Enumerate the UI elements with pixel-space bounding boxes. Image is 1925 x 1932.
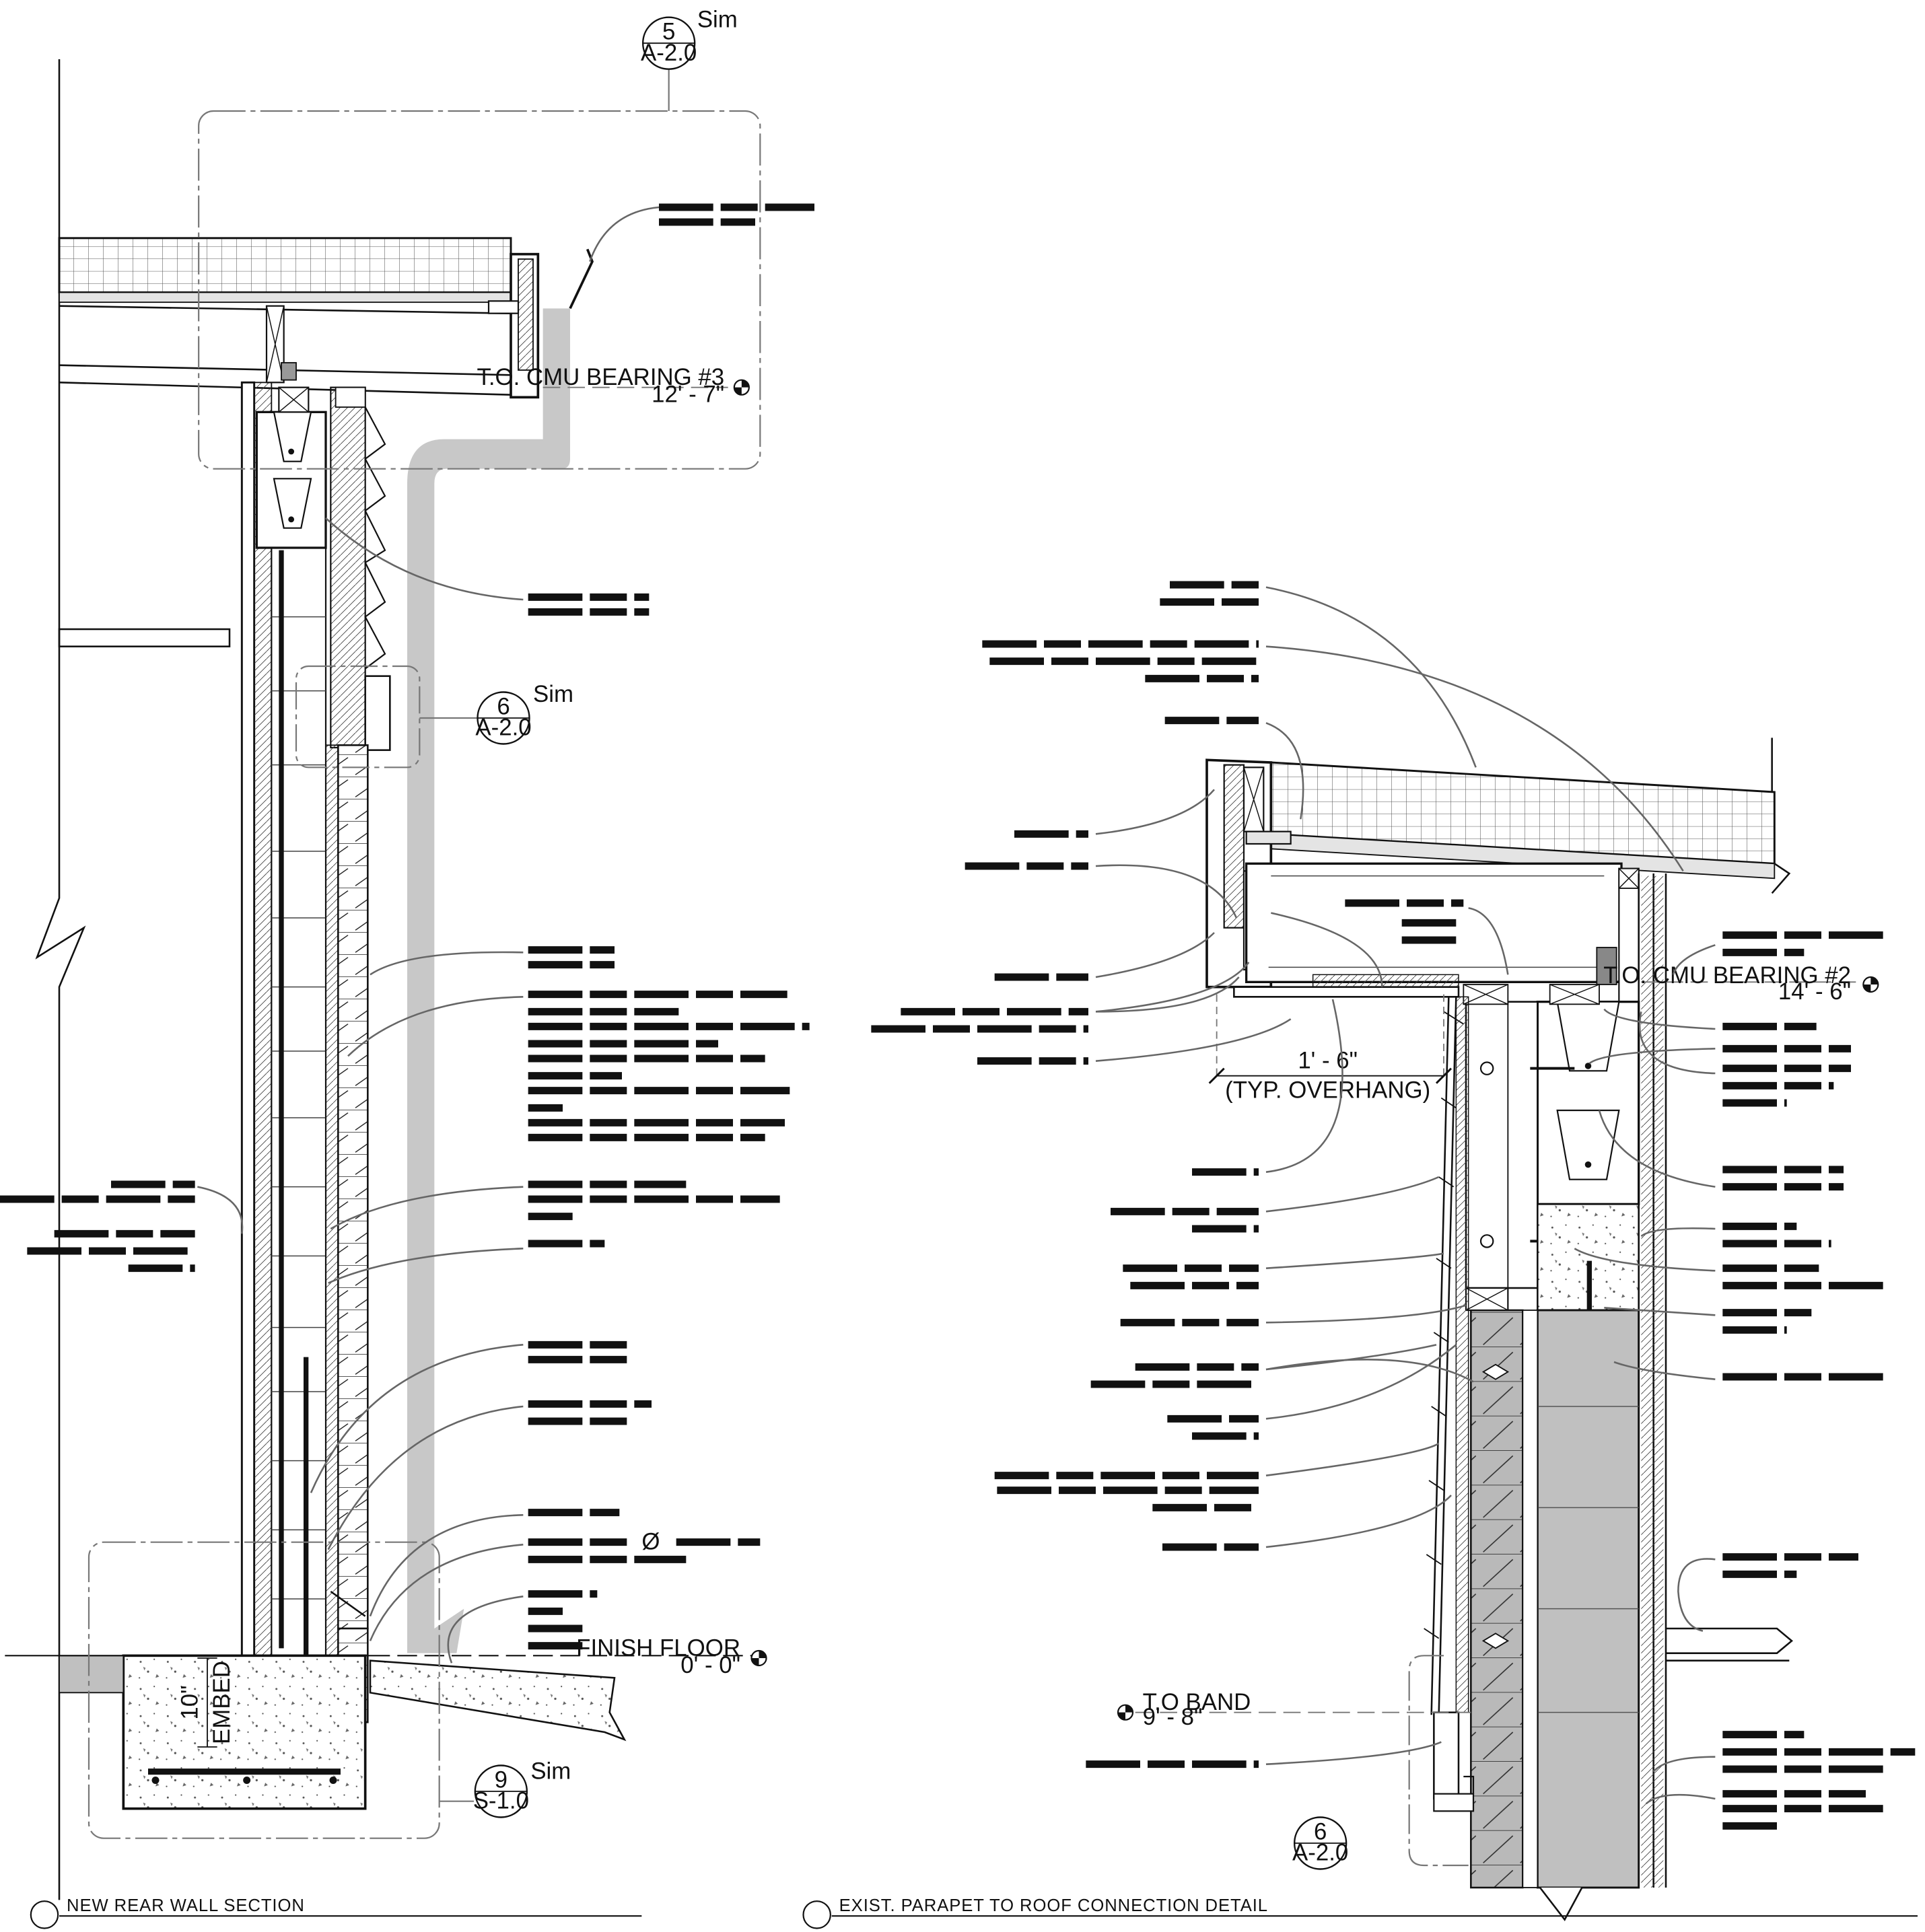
right-detail-title: EXIST. PARAPET TO ROOF CONNECTION DETAIL [839,1896,1268,1915]
callout-note: Sim [530,1758,571,1785]
elevation-marker-band: T.O BAND 9' - 8" [1117,1689,1251,1730]
callout-note: Sim [697,6,738,32]
elevation-name: FINISH FLOOR [576,1635,740,1661]
callout-sheet: A-2.0 [1292,1840,1348,1866]
callout-note: Sim [533,681,573,707]
left-note-bars: Ø [0,203,814,1650]
elevation-name: T.O. CMU BEARING #3 [477,364,724,390]
right-parapet-detail: 1' - 6" (TYP. OVERHANG) [1135,738,1794,1922]
callout-bubble-right[interactable]: 6 A-2.0 [1292,1816,1348,1870]
diameter-symbol: Ø [641,1529,660,1555]
title-left: NEW REAR WALL SECTION [30,1896,642,1929]
left-note-leaders [197,206,660,1663]
right-note-bars [871,581,1916,1830]
callout-sheet: A-2.0 [475,715,531,741]
title-right: EXIST. PARAPET TO ROOF CONNECTION DETAIL [802,1896,1918,1929]
elevation-value: 9' - 8" [1143,1704,1203,1730]
callout-number: 6 [1314,1819,1327,1845]
elevation-name: T.O. CMU BEARING #2 [1603,962,1851,989]
callout-bubble-mid-left[interactable]: 6 A-2.0 Sim [475,681,573,745]
callout-number: 9 [495,1767,508,1793]
callout-bubble-bottom-left[interactable]: 9 S-1.0 Sim [473,1758,571,1818]
dim-overhang: 1' - 6" [1298,1048,1358,1074]
left-wall-section: 10" EMBED [5,59,765,1900]
callout-number: 6 [497,694,510,720]
elevation-marker-bearing-3: T.O. CMU BEARING #3 12' - 7" [477,364,750,408]
elevation-value: 14' - 6" [1778,978,1851,1005]
elevation-value: 12' - 7" [652,382,724,408]
elevation-marker-bearing-2: T.O. CMU BEARING #2 14' - 6" [1603,962,1879,1005]
callout-bubble-top-left[interactable]: 5 A-2.0 Sim [641,6,738,70]
callout-sheet: S-1.0 [473,1788,529,1814]
elevation-value: 0' - 0" [680,1652,740,1678]
right-note-leaders [1095,586,1716,1805]
callout-number: 5 [662,19,675,45]
elevation-name: T.O BAND [1143,1689,1251,1715]
callout-sheet: A-2.0 [641,40,697,66]
embed-label: EMBED [209,1661,235,1744]
dim-embed: 10" [176,1685,203,1719]
left-detail-title: NEW REAR WALL SECTION [67,1896,305,1915]
overhang-note: (TYP. OVERHANG) [1225,1077,1430,1104]
elevation-marker-finish-floor: FINISH FLOOR 0' - 0" [576,1635,767,1678]
